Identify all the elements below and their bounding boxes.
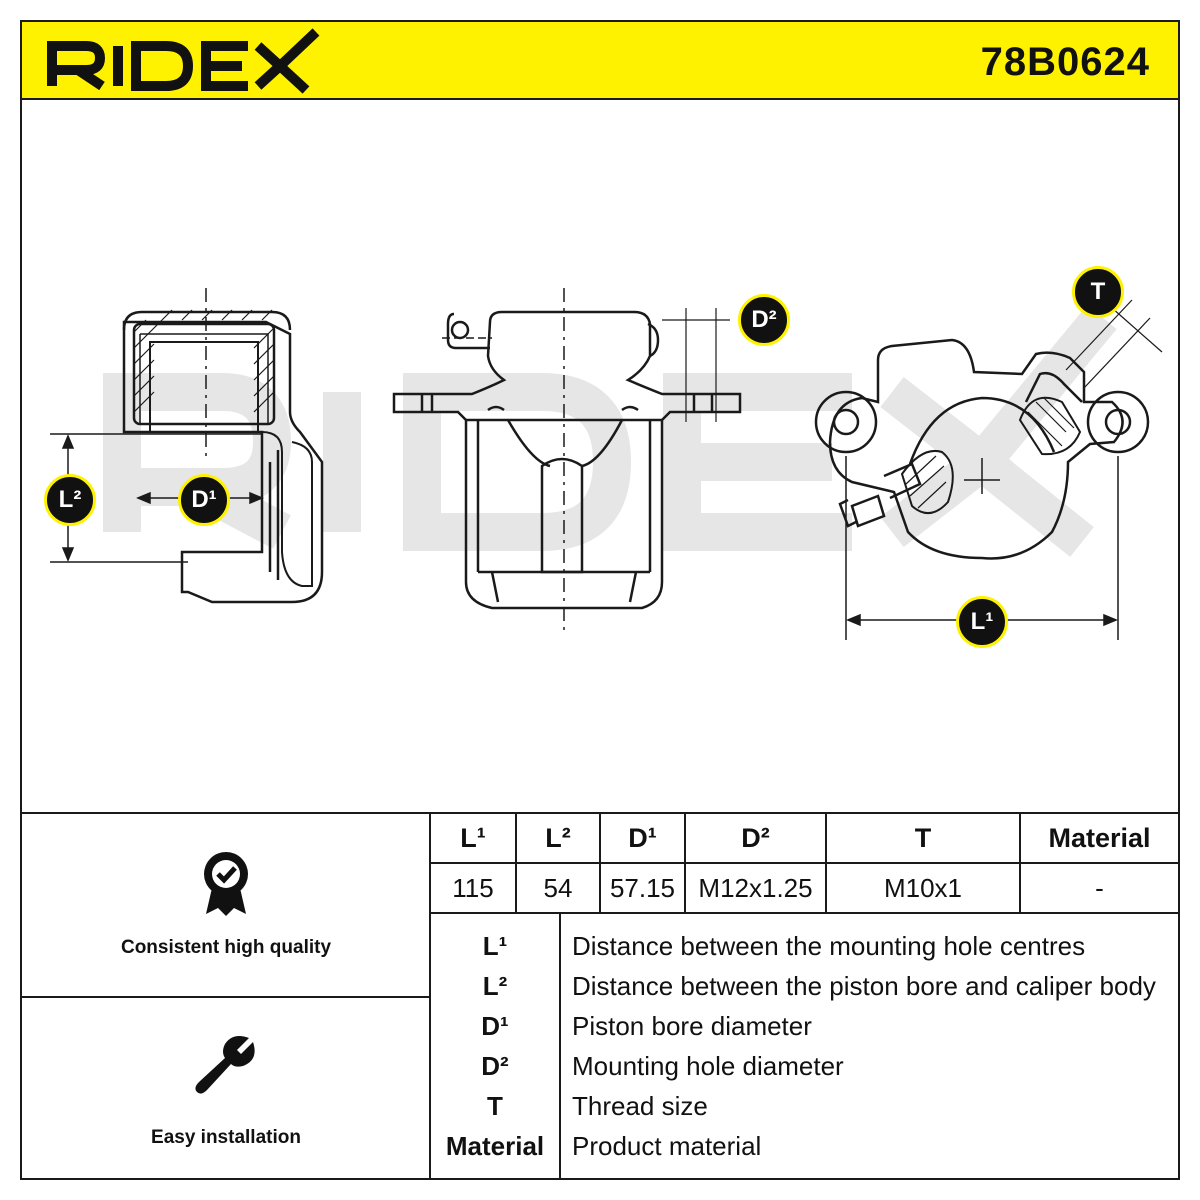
- legend-key-l2: L²: [482, 971, 508, 1001]
- spec-value-l2: 54: [543, 872, 573, 903]
- legend-desc-d1: Piston bore diameter: [572, 1011, 812, 1041]
- ridex-logo: [47, 28, 320, 94]
- ridex-watermark: [103, 304, 1117, 557]
- header-bar: 78B0624: [20, 20, 1180, 100]
- quality-badge-icon: [204, 852, 248, 916]
- feature-quality: Consistent high quality: [22, 848, 430, 959]
- spec-value-l1: 115: [452, 872, 494, 903]
- feature-row-divider: [20, 996, 430, 998]
- caliper-drawing: [50, 288, 1163, 640]
- col-divider-3: [684, 812, 686, 912]
- spec-value-t: M10x1: [883, 872, 963, 903]
- feature-quality-label: Consistent high quality: [120, 937, 332, 958]
- spec-header-d1: D¹: [628, 822, 657, 853]
- legend-desc-l2: Distance between the piston bore and cal…: [572, 971, 1156, 1001]
- callout-l1: L¹: [956, 596, 1008, 648]
- spec-header-l2: L²: [545, 822, 571, 853]
- spec-header-material: Material: [1048, 822, 1151, 853]
- legend-key-d1: D¹: [481, 1011, 509, 1041]
- feature-installation: Easy installation: [22, 1030, 430, 1149]
- spec-value-d1: 57.15: [609, 872, 676, 903]
- wrench-icon: [195, 1036, 255, 1094]
- legend-key-t: T: [487, 1091, 503, 1121]
- legend-desc-l1: Distance between the mounting hole centr…: [572, 931, 1086, 961]
- legend-key-d2: D²: [481, 1051, 509, 1081]
- legend-desc-material: Product material: [572, 1131, 762, 1161]
- callout-l2: L²: [44, 474, 96, 526]
- table-header-divider: [430, 862, 1180, 864]
- legend-desc-d2: Mounting hole diameter: [572, 1051, 844, 1081]
- legend-key-material: Material: [445, 1131, 545, 1161]
- spec-header-d2: D²: [741, 822, 770, 853]
- legend-key-l1: L¹: [482, 931, 508, 961]
- legend-divider: [559, 912, 561, 1180]
- col-divider-1: [515, 812, 517, 912]
- callout-t: T: [1072, 266, 1124, 318]
- spec-header-t: T: [914, 822, 932, 853]
- spec-value-material: -: [1095, 872, 1104, 903]
- col-divider-5: [1019, 812, 1021, 912]
- spec-value-d2: M12x1.25: [698, 872, 813, 903]
- callout-d2: D²: [738, 294, 790, 346]
- feature-divider: [429, 812, 431, 1180]
- legend-desc-t: Thread size: [572, 1091, 708, 1121]
- part-number: 78B0624: [980, 40, 1150, 84]
- col-divider-4: [825, 812, 827, 912]
- spec-header-l1: L¹: [460, 822, 486, 853]
- callout-d1: D¹: [178, 474, 230, 526]
- feature-installation-label: Easy installation: [151, 1127, 301, 1148]
- col-divider-2: [599, 812, 601, 912]
- table-bottom-divider: [430, 912, 1180, 914]
